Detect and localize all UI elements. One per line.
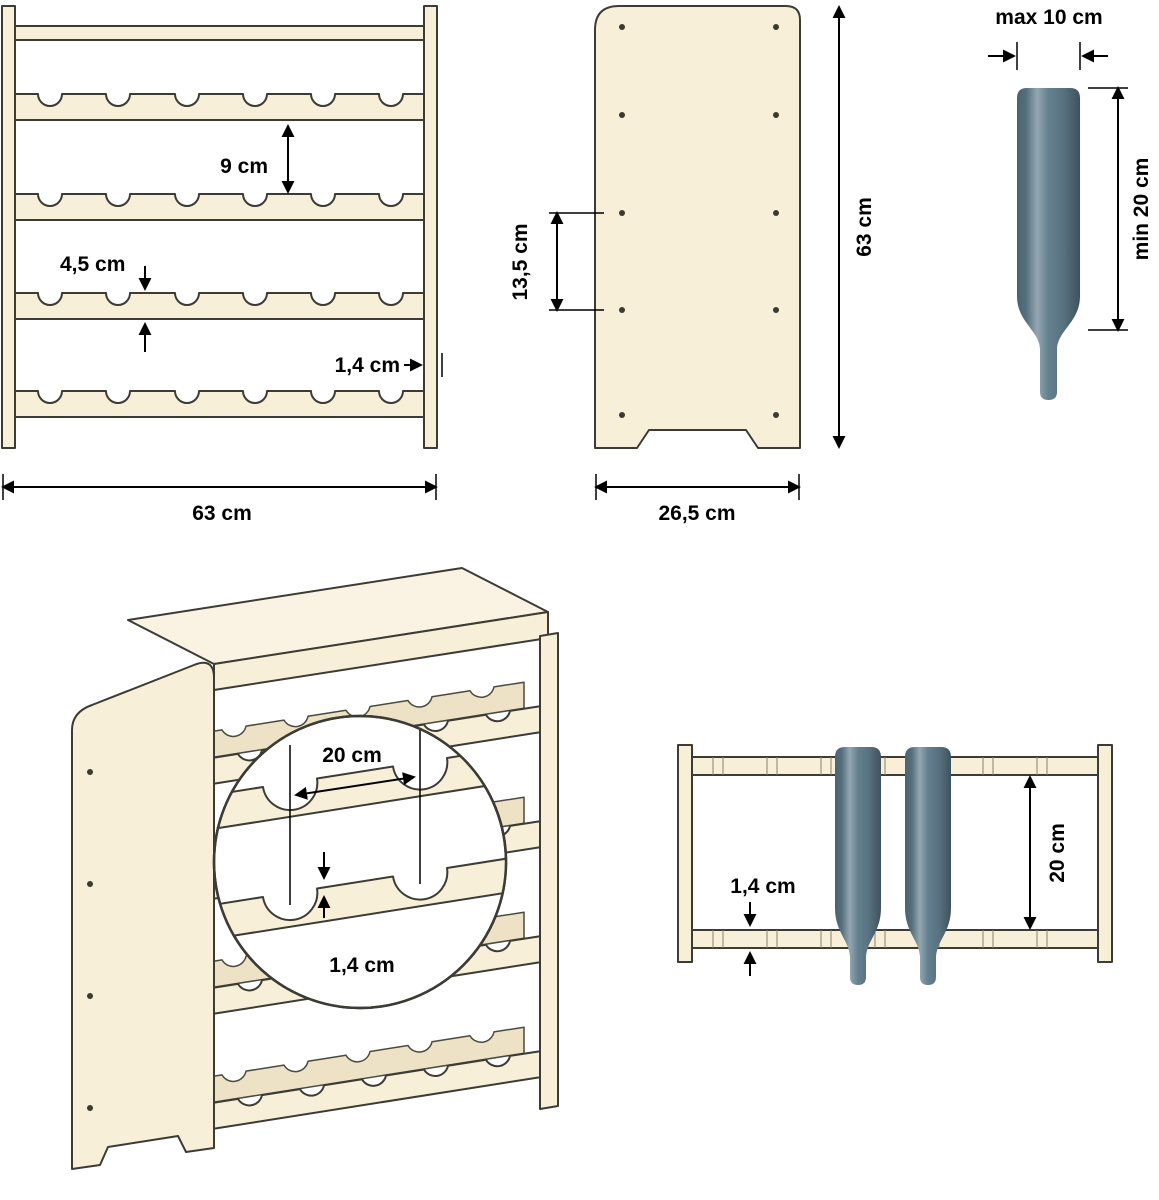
height-label: 63 cm	[853, 197, 876, 257]
panel-thickness-label: 1,4 cm	[335, 354, 400, 377]
front-shelf-1	[14, 93, 425, 121]
width-label: 63 cm	[192, 502, 252, 525]
top-bottle-2	[905, 747, 951, 985]
bottle-size-view: max 10 cm min 20 cm	[988, 6, 1153, 400]
bottle-icon	[1017, 88, 1080, 400]
shelf-gap-label: 9 cm	[220, 155, 268, 178]
side-view: 13,5 cm 63 cm 26,5 cm	[509, 5, 876, 525]
depth-label: 26,5 cm	[658, 502, 735, 525]
magnifier-ring	[212, 714, 508, 1010]
side-panel-holes	[619, 24, 779, 418]
top-slat-thickness-label: 1,4 cm	[730, 875, 795, 898]
front-left-panel	[1, 5, 16, 449]
bottle-min-height-label: min 20 cm	[1130, 158, 1153, 261]
front-shelf-2	[14, 193, 425, 221]
iso-shelf-4	[211, 1050, 541, 1130]
hole-spacing-label: 13,5 cm	[509, 223, 532, 300]
top-left-cap	[677, 744, 693, 963]
shelf-thickness-label: 4,5 cm	[60, 253, 125, 276]
iso-notch-pitch-label: 20 cm	[322, 744, 382, 767]
top-right-cap	[1097, 744, 1113, 963]
iso-slat-thickness-label: 1,4 cm	[329, 954, 394, 977]
iso-panel-holes	[87, 769, 93, 1111]
front-right-panel	[423, 5, 438, 449]
top-bottle-1	[835, 747, 881, 985]
side-panel	[594, 5, 801, 449]
iso-right-post	[539, 632, 559, 1110]
front-view: 9 cm 4,5 cm 1,4 cm 63 cm	[1, 5, 443, 525]
front-shelf-4	[14, 390, 425, 418]
top-back-rail	[691, 929, 1099, 949]
rail-joint-marks	[712, 757, 1048, 948]
front-shelf-3	[14, 292, 425, 320]
bottle-max-width-label: max 10 cm	[995, 6, 1102, 29]
top-front-rail	[691, 756, 1099, 776]
top-view: 20 cm 1,4 cm	[677, 744, 1113, 985]
clearance-label: 20 cm	[1046, 823, 1069, 883]
magnifier-detail	[214, 724, 506, 942]
perspective-view: 20 cm 1,4 cm	[71, 567, 559, 1170]
front-top-rail	[14, 25, 425, 41]
iso-left-panel	[71, 661, 215, 1170]
